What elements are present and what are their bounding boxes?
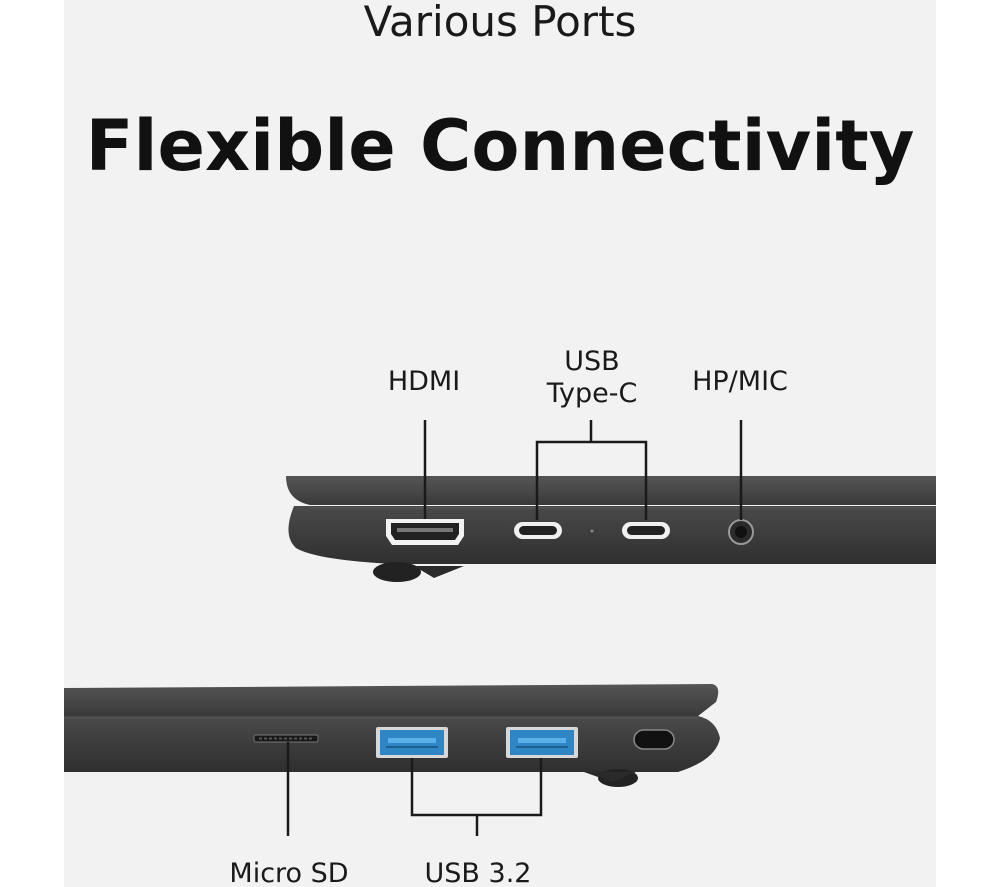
page-title: Flexible Connectivity: [85, 105, 915, 187]
usb-c-port-2: [622, 522, 670, 539]
label-usb-c-line2: Type-C: [546, 378, 638, 409]
micro-sd-slot: [253, 734, 319, 743]
leader-lines-top: [423, 420, 743, 520]
status-led: [590, 529, 594, 533]
subtitle: Various Ports: [363, 0, 637, 46]
security-lock-slot: [633, 729, 675, 750]
leader-lines-bottom: [286, 742, 543, 836]
label-hp-mic: HP/MIC: [692, 366, 788, 397]
label-micro-sd: Micro SD: [229, 858, 349, 887]
laptop-left-side: [286, 476, 936, 582]
hdmi-port: [386, 519, 464, 545]
laptop-illustration: [64, 420, 936, 836]
usb-a-port-2: [506, 727, 578, 758]
usb-a-port-1: [376, 727, 448, 758]
headphone-jack: [728, 519, 754, 545]
product-panel: Various Ports Flexible Connectivity HDMI…: [64, 0, 936, 887]
usb-c-port-1: [514, 522, 562, 539]
label-usb-c-line1: USB: [564, 346, 620, 377]
label-hdmi: HDMI: [387, 366, 461, 397]
laptop-right-side: [64, 684, 720, 787]
label-usb-32: USB 3.2: [424, 858, 532, 887]
